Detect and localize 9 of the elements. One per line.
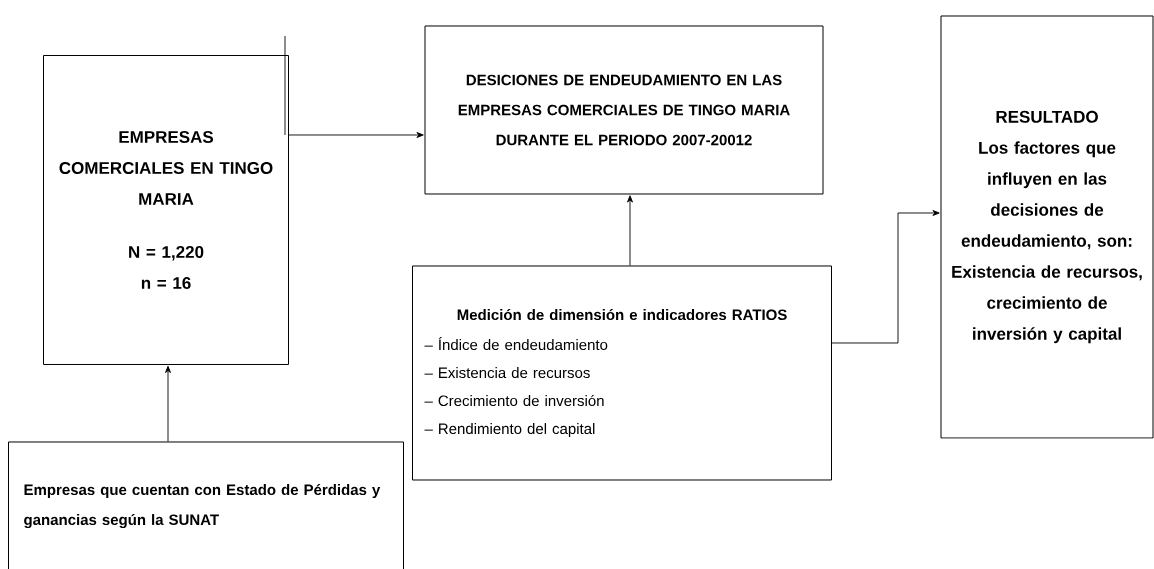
arrow	[288, 132, 424, 138]
population-box: EMPRESAS COMERCIALES EN TINGO MARIA N = 1,220 n = 16	[43, 55, 289, 365]
result-box: RESULTADO Los factores que influyen en las decisiones de endeudamiento, son: Existencia de recursos, crecimiento de inversión y capital	[940, 15, 1154, 439]
source-box: Empresas que cuentan con Estado de Pérdidas y ganancias según la SUNAT	[8, 441, 404, 569]
arrow	[627, 195, 633, 266]
decision-box: DESICIONES DE ENDEUDAMIENTO EN LAS EMPRESAS COMERCIALES DE TINGO MARIA DURANTE EL PERIODO 2007-20012	[424, 25, 824, 195]
arrow	[831, 210, 940, 344]
measurement-box: Medición de dimensión e indicadores RATIOS – Índice de endeudamiento – Existencia de recursos – Crecimiento de inversión – Rendimiento del capital	[412, 265, 832, 481]
arrow	[165, 365, 171, 442]
